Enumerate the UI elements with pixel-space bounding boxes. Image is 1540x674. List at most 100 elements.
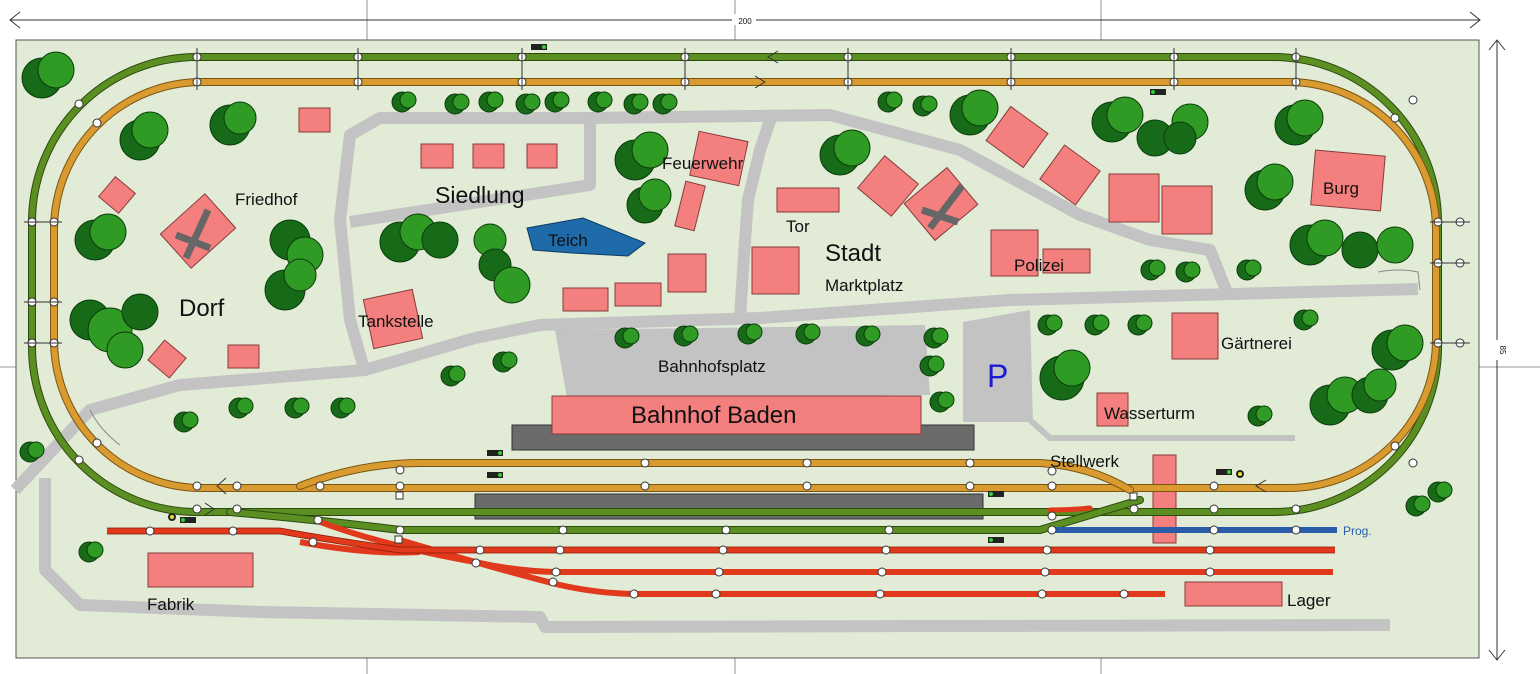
label-gaertnerei: Gärtnerei [1221,334,1292,353]
house [526,143,558,169]
tree [89,213,127,251]
tree [131,111,169,149]
dimension-height-label: 85 [1498,346,1507,355]
tree [1363,368,1397,402]
fabrik-building [147,552,254,588]
tree [1286,99,1324,137]
tree [493,266,531,304]
tree [292,397,310,415]
wasserturm-building [1096,392,1129,427]
gaertnerei-building [1171,312,1219,360]
tree [1435,481,1453,499]
parking-lot [963,310,1033,422]
tree [1301,309,1319,327]
tree [1256,163,1294,201]
tree [681,325,699,343]
tree [1053,349,1091,387]
tree [1135,314,1153,332]
house [990,229,1039,277]
label-friedhof: Friedhof [235,190,298,209]
burg-building [1310,149,1386,212]
tree [622,327,640,345]
tree [1413,495,1431,513]
tree [1386,324,1424,362]
label-feuerwehr: Feuerwehr [662,154,744,173]
direction-arrows [204,50,1267,516]
tree [338,397,356,415]
house [97,175,137,215]
dimension-width-bg [732,14,756,25]
tree [1306,219,1344,257]
signal-icons [168,44,1244,543]
dimension-width-label: 200 [738,17,752,26]
tor-building [776,187,840,213]
house [1108,173,1160,223]
tree [500,351,518,369]
label-teich: Teich [548,231,588,250]
house [1039,144,1101,206]
house [614,282,662,307]
house [472,143,505,169]
tree [1163,121,1197,155]
church-cross-icons [174,183,965,260]
tree [920,95,938,113]
tree [448,365,466,383]
tree [1092,314,1110,332]
tree [833,129,871,167]
house [298,107,331,133]
tree [223,101,257,135]
tree [927,355,945,373]
polizei-building [1042,248,1091,274]
tree [631,131,669,169]
label-burg: Burg [1323,179,1359,198]
house [147,339,187,379]
label-siedlung: Siedlung [435,182,525,208]
tree [863,325,881,343]
feuerwehr-building [689,130,749,187]
tree [283,258,317,292]
tree [421,221,459,259]
house [227,344,260,369]
labels: Friedhof Dorf Siedlung Feuerwehr Teich T… [147,154,1372,614]
house [751,246,800,295]
stellwerk-building [1152,454,1177,544]
tree [452,93,470,111]
tree [121,293,159,331]
tree [1244,259,1262,277]
tree [552,91,570,109]
dimension-height-bg [1491,340,1503,360]
tree [523,93,541,111]
tree [885,91,903,109]
tree [37,51,75,89]
label-stellwerk: Stellwerk [1050,452,1119,471]
siding-tracks [89,269,1421,446]
label-tor: Tor [786,217,810,236]
tree [1148,259,1166,277]
inner-loop-track [50,78,1440,492]
tree [937,391,955,409]
tree [27,441,45,459]
house [1161,185,1213,235]
tree [1045,314,1063,332]
tree [931,327,949,345]
tree [595,91,613,109]
tree [1376,226,1414,264]
pond [526,217,647,257]
label-marktplatz: Marktplatz [825,276,903,295]
label-tankstelle: Tankstelle [358,312,434,331]
trees [19,51,1453,563]
label-prog: Prog. [1343,524,1372,538]
tree [236,397,254,415]
yard-track-outline [107,527,1335,554]
lager-building [1184,581,1283,607]
house [985,105,1049,169]
label-lager: Lager [1287,591,1331,610]
station-forecourt [555,325,930,398]
tree [1341,231,1379,269]
tree [486,91,504,109]
tree [631,93,649,111]
tree [745,323,763,341]
house [562,287,609,312]
tree [803,323,821,341]
